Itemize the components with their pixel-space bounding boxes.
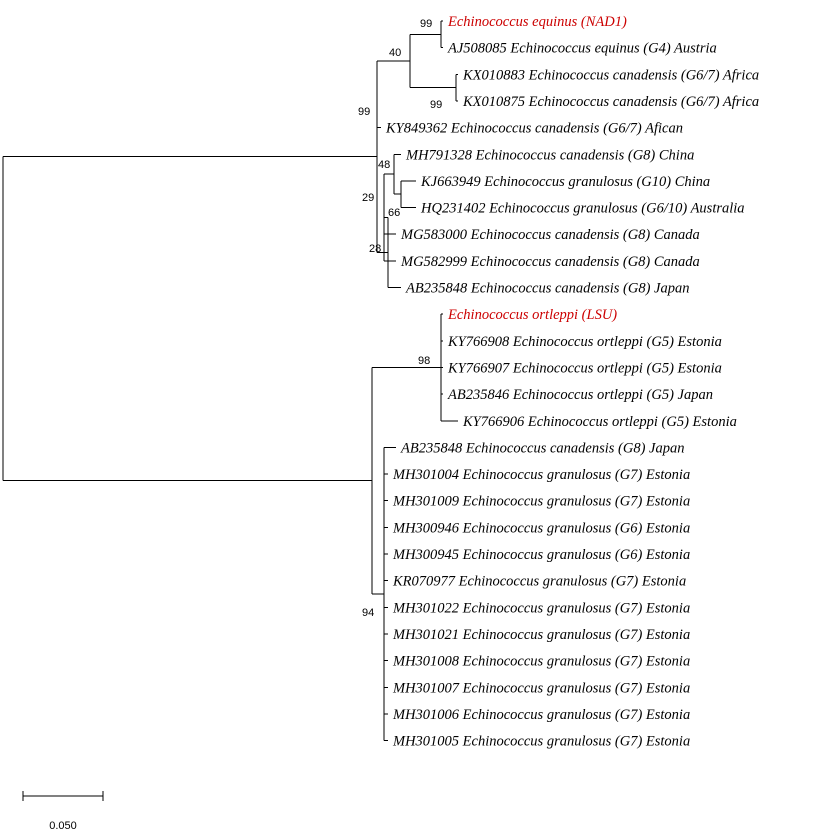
leaf-label: KX010883 Echinococcus canadensis (G6/7) … <box>462 67 759 83</box>
leaf-label: AB235848 Echinococcus canadensis (G8) Ja… <box>400 440 685 456</box>
leaf-label: MH301021 Echinococcus granulosus (G7) Es… <box>392 627 690 643</box>
leaf-label: MH301022 Echinococcus granulosus (G7) Es… <box>392 600 690 616</box>
leaf-label: AB235846 Echinococcus ortleppi (G5) Japa… <box>447 387 713 403</box>
leaf-label: AB235848 Echinococcus canadensis (G8) Ja… <box>405 281 690 297</box>
leaf-label: MH301008 Echinococcus granulosus (G7) Es… <box>392 654 690 670</box>
leaf-labels: Echinococcus equinus (NAD1) AJ508085 Echi… <box>385 14 759 750</box>
bootstrap-value: 99 <box>430 99 442 111</box>
bootstrap-value: 48 <box>378 159 390 171</box>
bootstrap-value: 28 <box>369 243 381 255</box>
leaf-label: Echinococcus ortleppi (LSU) <box>447 307 617 323</box>
leaf-label: MH301005 Echinococcus granulosus (G7) Es… <box>392 734 690 750</box>
bootstrap-value: 99 <box>420 18 432 30</box>
leaf-label: MH301007 Echinococcus granulosus (G7) Es… <box>392 680 690 696</box>
bootstrap-value: 99 <box>358 106 370 118</box>
leaf-label: KJ663949 Echinococcus granulosus (G10) C… <box>420 174 710 190</box>
leaf-label: KY766907 Echinococcus ortleppi (G5) Esto… <box>447 360 722 376</box>
bootstrap-value: 94 <box>362 607 374 619</box>
leaf-label: Echinococcus equinus (NAD1) <box>447 14 627 30</box>
leaf-label: MH301009 Echinococcus granulosus (G7) Es… <box>392 494 690 510</box>
scale-bar-label: 0.050 <box>49 820 77 832</box>
bootstrap-values: 99 40 99 99 48 29 66 28 98 94 <box>358 18 442 619</box>
leaf-label: KY766908 Echinococcus ortleppi (G5) Esto… <box>447 334 722 350</box>
leaf-label: AJ508085 Echinococcus equinus (G4) Austr… <box>447 41 717 57</box>
leaf-label: MH301004 Echinococcus granulosus (G7) Es… <box>392 467 690 483</box>
leaf-label: MG583000 Echinococcus canadensis (G8) Ca… <box>400 227 700 243</box>
leaf-label: MH300946 Echinococcus granulosus (G6) Es… <box>392 520 690 536</box>
leaf-label: MG582999 Echinococcus canadensis (G8) Ca… <box>400 254 700 270</box>
scale-bar: 0.050 <box>22 791 104 832</box>
bootstrap-value: 29 <box>362 192 374 204</box>
bootstrap-value: 98 <box>418 355 430 367</box>
leaf-label: MH791328 Echinococcus canadensis (G8) Ch… <box>405 147 694 163</box>
bootstrap-value: 40 <box>389 47 401 59</box>
tree-branches <box>2 20 458 742</box>
leaf-label: MH301006 Echinococcus granulosus (G7) Es… <box>392 707 690 723</box>
leaf-label: HQ231402 Echinococcus granulosus (G6/10)… <box>420 201 745 217</box>
bootstrap-value: 66 <box>388 207 400 219</box>
leaf-label: MH300945 Echinococcus granulosus (G6) Es… <box>392 547 690 563</box>
leaf-label: KX010875 Echinococcus canadensis (G6/7) … <box>462 94 759 110</box>
leaf-label: KY849362 Echinococcus canadensis (G6/7) … <box>385 121 683 137</box>
leaf-label: KR070977 Echinococcus granulosus (G7) Es… <box>392 574 686 590</box>
leaf-label: KY766906 Echinococcus ortleppi (G5) Esto… <box>462 414 737 430</box>
